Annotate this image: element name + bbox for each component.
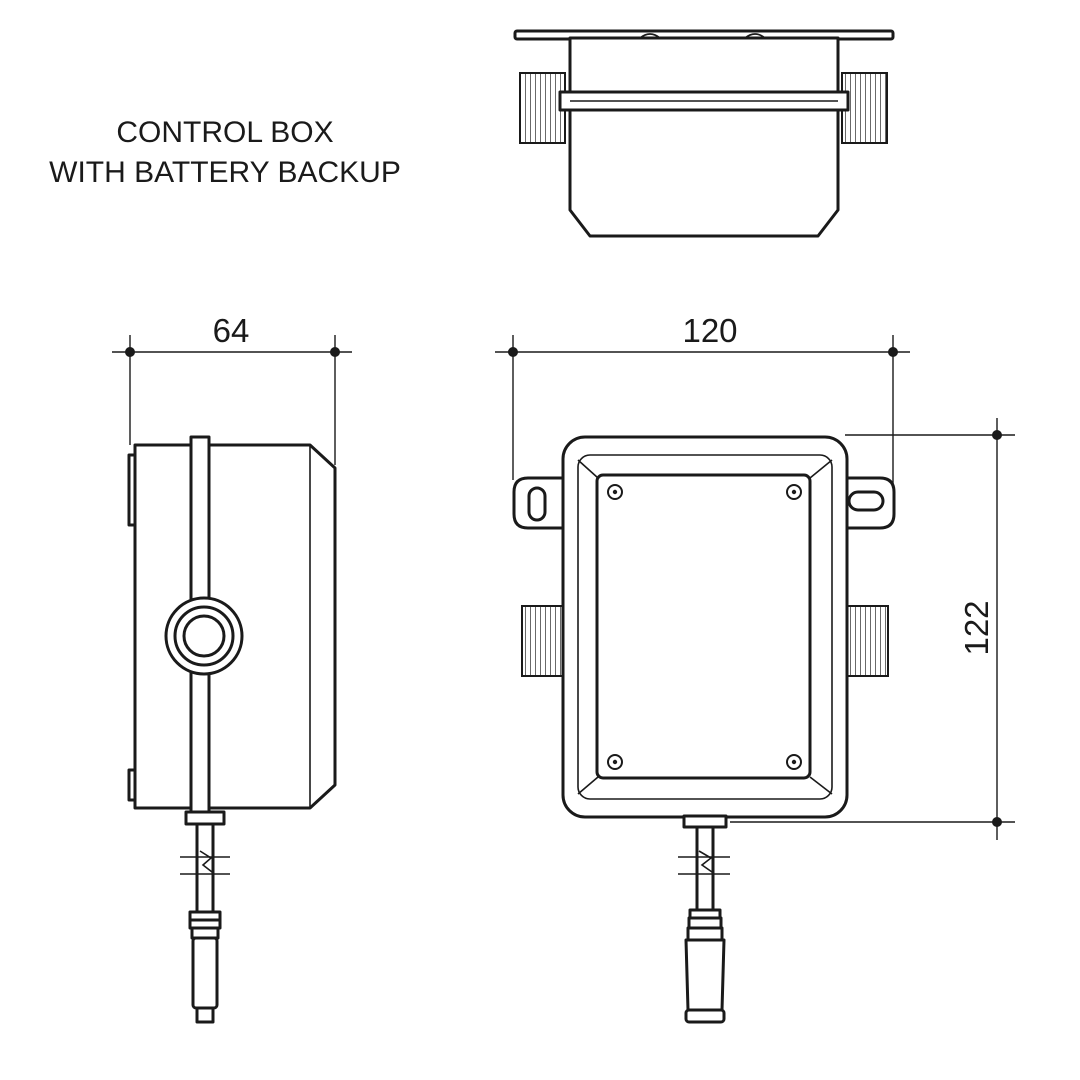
side-view: 64 bbox=[112, 312, 352, 1024]
title-line-1: CONTROL BOX bbox=[116, 116, 333, 149]
side-cable-gland bbox=[184, 810, 226, 826]
front-view: 120 122 bbox=[495, 312, 1015, 1024]
dimension-64: 64 bbox=[213, 312, 250, 349]
dimension-120: 120 bbox=[682, 312, 737, 349]
title-line-2: WITH BATTERY BACKUP bbox=[49, 156, 401, 189]
front-left-thread bbox=[521, 605, 565, 677]
screw-icon-bottom-right bbox=[786, 754, 802, 770]
side-port-inner bbox=[182, 614, 226, 658]
front-connector-tip bbox=[684, 1008, 726, 1024]
top-left-thread bbox=[519, 72, 566, 144]
screw-icon-top-left bbox=[607, 484, 623, 500]
screw-icon-bottom-left bbox=[607, 754, 623, 770]
front-lid bbox=[595, 473, 812, 780]
front-connector-body bbox=[684, 938, 726, 1015]
front-cable-gland bbox=[682, 814, 728, 829]
front-bevel bbox=[577, 454, 833, 800]
front-connector-ring-3 bbox=[686, 926, 724, 942]
front-left-slot bbox=[527, 486, 547, 522]
front-right-slot bbox=[847, 490, 885, 512]
top-view bbox=[513, 29, 895, 238]
front-right-thread bbox=[845, 605, 889, 677]
side-connector-tip bbox=[195, 1006, 215, 1024]
dimension-122: 122 bbox=[958, 600, 995, 655]
screw-icon-top-right bbox=[786, 484, 802, 500]
side-connector-body bbox=[191, 936, 219, 1010]
top-body bbox=[568, 36, 840, 238]
